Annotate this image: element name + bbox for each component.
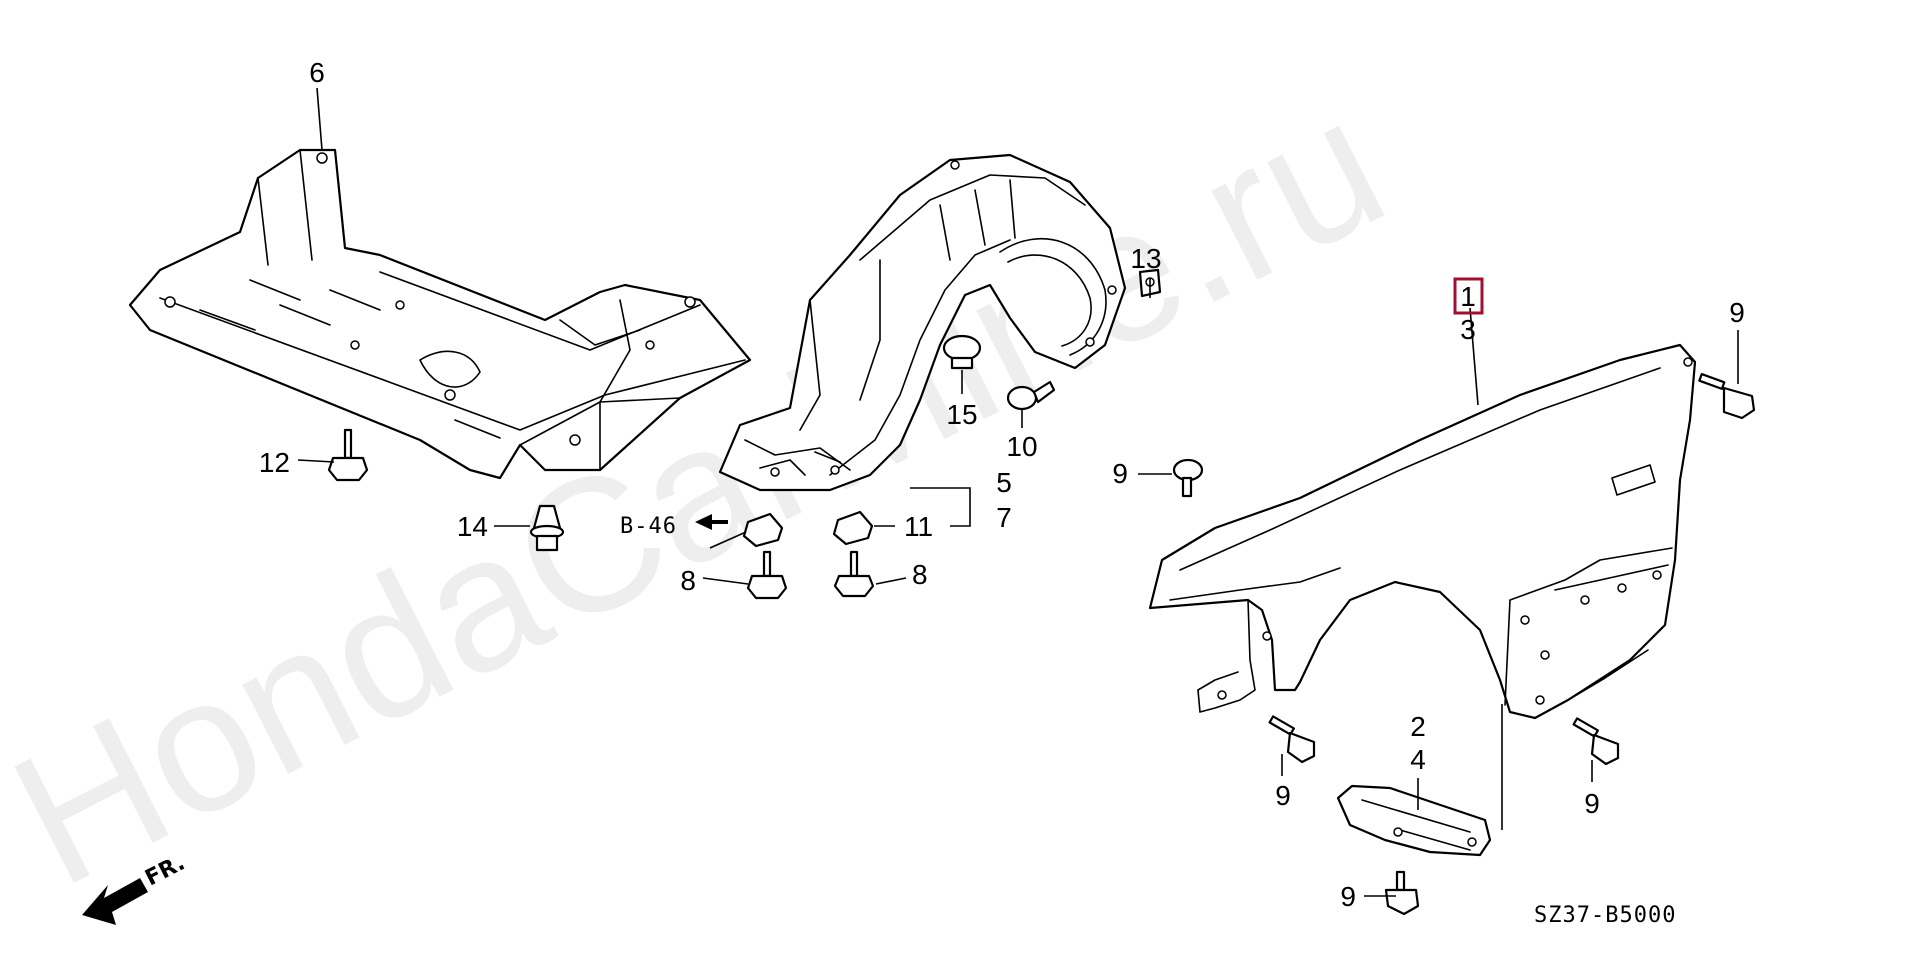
watermark: HondaCarMine.ru — [0, 57, 1415, 927]
inner-fender-liner-part[interactable] — [718, 153, 1127, 492]
arrow-icon — [82, 878, 148, 925]
callout-15[interactable]: 15 — [946, 399, 977, 430]
callout-5[interactable]: 5 — [996, 467, 1012, 498]
callout-8-right[interactable]: 8 — [912, 559, 928, 590]
highlight-box — [1453, 277, 1484, 315]
callout-10[interactable]: 10 — [1006, 431, 1037, 462]
clip-14-part[interactable] — [529, 504, 565, 552]
callouts: 1 3 6 13 9 15 10 5 7 9 12 14 B-46 11 8 8… — [259, 57, 1745, 912]
leader-lines — [297, 87, 1739, 897]
callout-4[interactable]: 4 — [1410, 744, 1426, 775]
bolt-8-left-part[interactable] — [746, 550, 788, 600]
clip-15-part[interactable] — [942, 334, 982, 370]
clip-nut-11-part[interactable] — [832, 510, 874, 546]
ref-b46-label[interactable]: B-46 — [620, 514, 677, 539]
front-fender-part[interactable] — [1148, 343, 1697, 720]
callout-9-bottom[interactable]: 9 — [1340, 881, 1356, 912]
callout-2[interactable]: 2 — [1410, 711, 1426, 742]
callout-9-mid[interactable]: 9 — [1112, 458, 1128, 489]
bolt-9-top-right-part[interactable] — [1698, 372, 1756, 420]
callout-14[interactable]: 14 — [457, 511, 488, 542]
bolt-9-left-low-part[interactable] — [1268, 715, 1316, 764]
callout-7[interactable]: 7 — [996, 502, 1012, 533]
callout-13[interactable]: 13 — [1130, 243, 1161, 274]
bolt-8-right-part[interactable] — [833, 550, 875, 598]
callout-1[interactable]: 1 — [1460, 281, 1476, 312]
callout-9-top-right[interactable]: 9 — [1729, 297, 1745, 328]
diagram-code: SZ37-B5000 — [1534, 903, 1676, 928]
bolt-9-bottom-part[interactable] — [1384, 870, 1420, 916]
callout-9-right-low[interactable]: 9 — [1584, 788, 1600, 819]
callout-9-left-low[interactable]: 9 — [1275, 780, 1291, 811]
callout-3[interactable]: 3 — [1460, 314, 1476, 345]
callout-11[interactable]: 11 — [904, 511, 933, 542]
bolt-12-part[interactable] — [327, 428, 369, 482]
clip-nut-b46-part[interactable] — [742, 512, 784, 548]
bolt-9-right-low-part[interactable] — [1572, 717, 1620, 766]
callout-6[interactable]: 6 — [309, 57, 325, 88]
bolt-9-mid-part[interactable] — [1172, 458, 1204, 498]
callout-8-left[interactable]: 8 — [680, 565, 696, 596]
fender-bracket-part[interactable] — [1336, 784, 1492, 857]
undercover-part[interactable] — [128, 148, 752, 480]
callout-12[interactable]: 12 — [259, 447, 290, 478]
